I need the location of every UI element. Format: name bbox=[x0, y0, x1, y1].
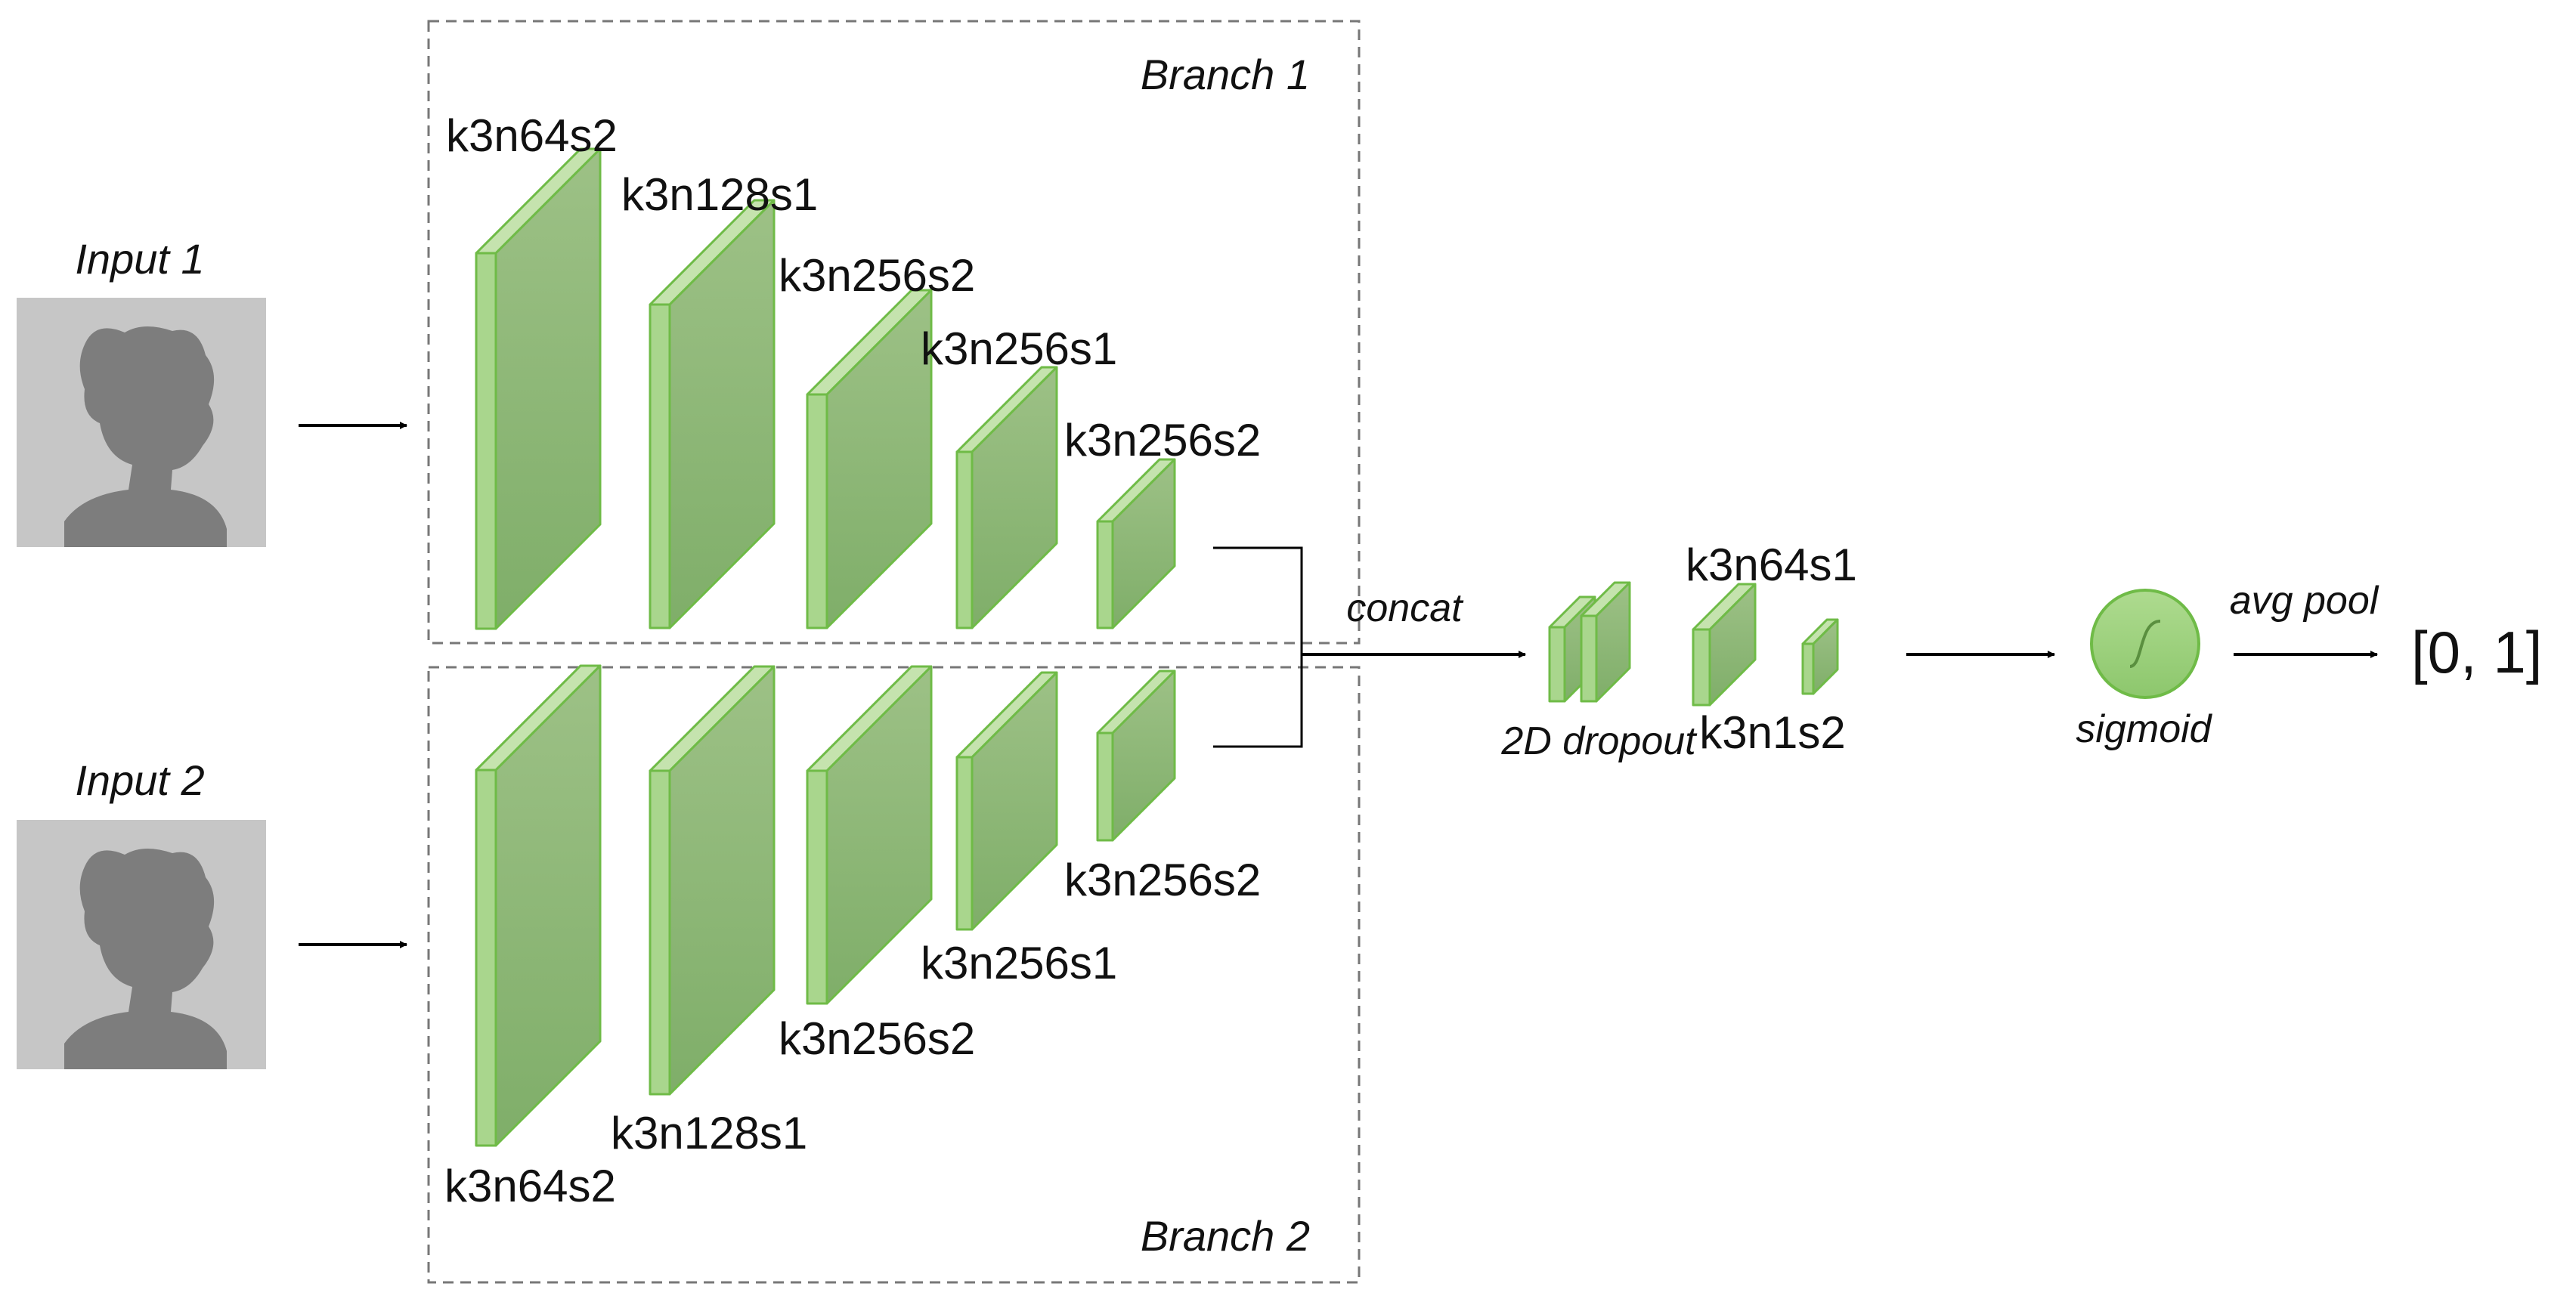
branch-1-layer-4-label: k3n256s1 bbox=[921, 323, 1117, 374]
input-2-image bbox=[17, 820, 266, 1069]
branch-1-block-3-front-face bbox=[825, 289, 933, 629]
branch-1-block-3-side-face bbox=[806, 393, 828, 629]
branch-2-block-3-front-face bbox=[825, 665, 933, 1005]
branch-2-layer-2-label: k3n128s1 bbox=[611, 1108, 807, 1158]
branch-1-layer-1-label: k3n64s2 bbox=[446, 110, 618, 161]
conv-k3n1s2-block-side-face bbox=[1801, 642, 1815, 695]
dropout-block-1-side-face bbox=[1548, 626, 1566, 703]
concat-bracket bbox=[1213, 546, 1303, 748]
input-1-label: Input 1 bbox=[75, 235, 204, 283]
concat-label: concat bbox=[1346, 586, 1464, 630]
dropout-block-2 bbox=[1580, 581, 1631, 703]
pool-label: avg pool bbox=[2230, 579, 2379, 623]
branch-1-block-1-side-face bbox=[475, 252, 497, 630]
branch-1-layer-2-label: k3n128s1 bbox=[621, 169, 818, 220]
branch-1-block-3 bbox=[806, 289, 933, 629]
branch-1-layer-3-label: k3n256s2 bbox=[779, 250, 975, 301]
sigmoid-curve-icon bbox=[2129, 620, 2161, 668]
branch-2-layer-3-label: k3n256s2 bbox=[779, 1013, 975, 1064]
branch-2-layer-4-label: k3n256s1 bbox=[921, 938, 1117, 988]
branch-1-frame bbox=[427, 20, 1361, 645]
conv-k3n64s1-block bbox=[1692, 583, 1757, 707]
branch-2-block-5 bbox=[1096, 670, 1176, 842]
output-label: [0, 1] bbox=[2411, 619, 2542, 685]
branch-2-layer-1-label: k3n64s2 bbox=[444, 1161, 616, 1211]
sigmoid-label: sigmoid bbox=[2076, 707, 2212, 751]
conv-k3n1s2-block bbox=[1801, 618, 1839, 695]
branch-1-block-5 bbox=[1096, 458, 1176, 629]
branch-1-block-2 bbox=[649, 199, 776, 629]
branch-2-block-2 bbox=[649, 665, 776, 1096]
branch-2-block-3 bbox=[806, 665, 933, 1005]
branch-2-block-1-side-face bbox=[475, 769, 497, 1147]
branch-1-label: Branch 1 bbox=[1141, 51, 1310, 98]
input-2-label: Input 2 bbox=[75, 756, 204, 804]
branch-2-layer-5-label: k3n256s2 bbox=[1064, 855, 1261, 905]
branch-1-layer-5-label: k3n256s2 bbox=[1064, 415, 1261, 465]
branch-2-block-3-side-face bbox=[806, 769, 828, 1005]
input-1-image bbox=[17, 298, 266, 547]
branch-2-block-2-side-face bbox=[649, 769, 671, 1096]
dropout-label: 2D dropout bbox=[1500, 719, 1698, 763]
conv-k3n1s2-label: k3n1s2 bbox=[1699, 707, 1845, 758]
layer-blocks bbox=[475, 147, 1839, 1147]
branch-2-block-2-front-face bbox=[668, 665, 776, 1096]
sigmoid-node bbox=[2090, 589, 2200, 699]
branch-2-block-1 bbox=[475, 664, 602, 1147]
conv-k3n64s1-block-side-face bbox=[1692, 628, 1711, 707]
branch-2-block-5-side-face bbox=[1096, 731, 1114, 842]
conv-k3n64s1-label: k3n64s1 bbox=[1686, 540, 1857, 590]
branch-2-label: Branch 2 bbox=[1141, 1212, 1310, 1260]
branch-2-block-4 bbox=[955, 671, 1058, 931]
branch-1-block-4 bbox=[955, 366, 1058, 629]
branch-1-block-5-side-face bbox=[1096, 520, 1114, 629]
branch-1-block-4-side-face bbox=[955, 450, 974, 629]
branch-2-block-4-side-face bbox=[955, 756, 974, 931]
dropout-block-2-side-face bbox=[1580, 614, 1598, 703]
branch-1-block-1 bbox=[475, 147, 602, 630]
branch-1-block-2-side-face bbox=[649, 303, 671, 629]
branch-1-block-2-front-face bbox=[668, 199, 776, 629]
branch-2-frame bbox=[427, 666, 1361, 1284]
